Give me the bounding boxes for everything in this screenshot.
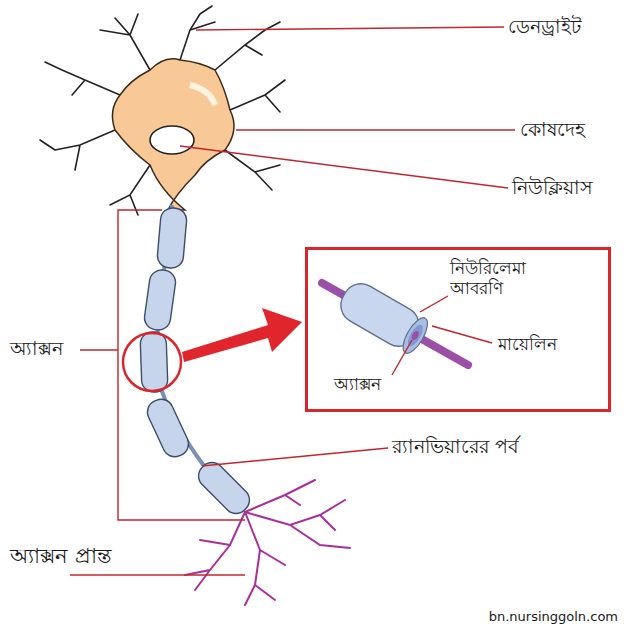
highlight [190, 85, 215, 105]
part-label: অ্যাক্সন [332, 374, 383, 394]
myelin-segments [140, 207, 254, 518]
part-label: মায়েলিন [496, 334, 559, 354]
part-label: নিউরিলেমা আবরণি [448, 258, 582, 299]
dendrites [40, 6, 285, 215]
inset-axon [322, 277, 468, 365]
axon-terminal [185, 480, 350, 605]
part-label: ডেনড্রাইট [506, 15, 583, 39]
part-label: র‍্যানভিয়ারের পর্ব [390, 435, 521, 459]
part-label: অ্যাক্সন [8, 337, 65, 361]
leader-lines [70, 27, 515, 575]
cell-body [112, 59, 234, 210]
zoom-arrow [182, 308, 302, 362]
inset-box: নিউরিলেমা আবরণি মায়েলিন অ্যাক্সন [305, 247, 611, 412]
part-label: অ্যাক্সন প্রান্ত [8, 543, 122, 569]
watermark: bn.nursinggoln.com [487, 609, 620, 625]
nucleus [150, 126, 194, 154]
zoom-circle [123, 333, 181, 391]
part-label: নিউক্লিয়াস [510, 176, 595, 200]
part-label: কোষদেহ [518, 118, 587, 142]
